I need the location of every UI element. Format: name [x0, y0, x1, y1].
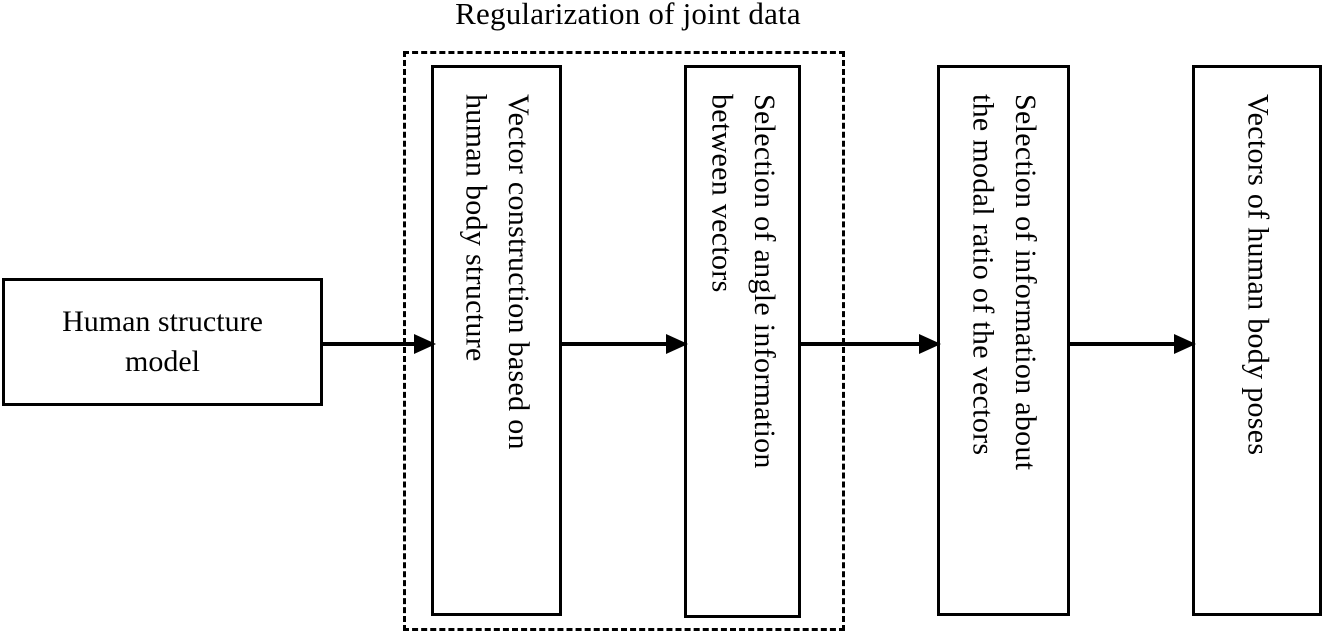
node-label-vector-construction: Vector construction based on human body …	[459, 94, 536, 450]
arrow-input-to-vector	[320, 334, 436, 354]
node-label-human-body-pose-vectors: Vectors of human body poses	[1241, 94, 1275, 456]
node-vector-construction: Vector construction based on human body …	[431, 65, 562, 616]
node-human-structure-model: Human structure model	[2, 278, 323, 406]
group-title: Regularization of joint data	[455, 0, 801, 31]
node-label-modal-ratio-selection: Selection of information about the modal…	[966, 94, 1043, 471]
node-angle-selection: Selection of angle information between v…	[684, 65, 801, 618]
arrow-vector-to-angle	[560, 334, 688, 354]
node-human-body-pose-vectors: Vectors of human body poses	[1192, 65, 1322, 616]
node-label-angle-selection: Selection of angle information between v…	[705, 94, 782, 469]
node-modal-ratio-selection: Selection of information about the modal…	[937, 65, 1070, 616]
arrow-modal-ratio-to-output	[1068, 334, 1196, 354]
node-label-human-structure-model: Human structure model	[62, 305, 263, 378]
regularization-group-frame	[403, 51, 845, 631]
arrow-angle-to-modal-ratio	[799, 334, 941, 354]
